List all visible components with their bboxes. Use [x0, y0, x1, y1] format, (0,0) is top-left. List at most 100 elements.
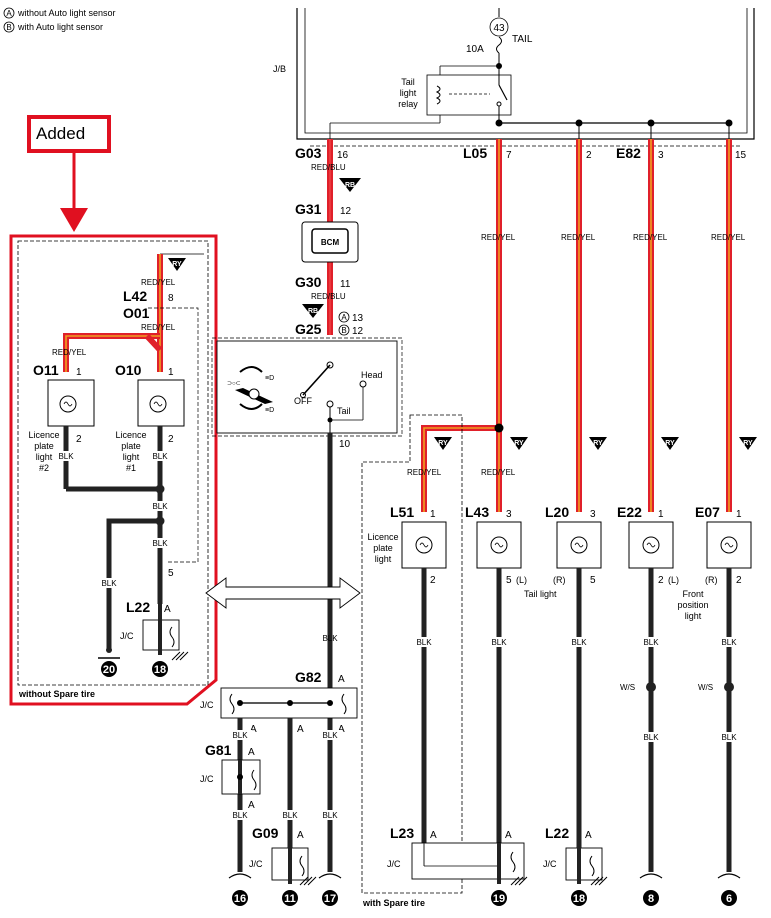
- g25-pin-b: 12: [352, 326, 364, 337]
- svg-text:#1: #1: [126, 463, 136, 473]
- svg-text:BLK: BLK: [322, 811, 338, 820]
- g81-id: G81: [205, 742, 232, 758]
- svg-text:A: A: [430, 830, 437, 841]
- relay-coil-icon: [435, 85, 441, 105]
- svg-text:1: 1: [736, 509, 742, 520]
- blk-label-center: BLK: [322, 634, 338, 643]
- l20-id: L20: [545, 504, 569, 520]
- tail-output-wires: [421, 139, 732, 512]
- e82b-pin: 15: [735, 150, 747, 161]
- svg-text:RY: RY: [743, 440, 753, 447]
- svg-text:A: A: [250, 724, 257, 735]
- o01-id: O01: [123, 305, 150, 321]
- g03-id: G03: [295, 145, 322, 161]
- l42-id: L42: [123, 288, 147, 304]
- svg-text:plate: plate: [121, 441, 141, 451]
- bulb-icon: [490, 536, 508, 554]
- switch-stalk-icon: ⊃○⊂ ≡D ≡D: [227, 366, 274, 414]
- svg-text:BLK: BLK: [101, 579, 117, 588]
- g30-wire-color: RED/BLU: [311, 292, 346, 301]
- svg-text:2: 2: [168, 434, 174, 445]
- svg-text:RED/YEL: RED/YEL: [52, 348, 87, 357]
- light-switch: Head OFF Tail ⊃○⊂ ≡D ≡D: [211, 337, 403, 437]
- svg-text:light: light: [36, 452, 53, 462]
- svg-text:2: 2: [658, 575, 664, 586]
- svg-text:A: A: [338, 674, 345, 685]
- svg-text:J/C: J/C: [387, 859, 401, 869]
- svg-text:RY: RY: [172, 261, 182, 268]
- svg-text:17: 17: [324, 893, 336, 905]
- svg-text:RY: RY: [593, 440, 603, 447]
- svg-text:position: position: [677, 600, 708, 610]
- e22-id: E22: [617, 504, 642, 520]
- svg-text:BLK: BLK: [322, 731, 338, 740]
- svg-text:3: 3: [590, 509, 596, 520]
- added-callout: Added: [27, 115, 111, 232]
- arrow-down-icon: [60, 208, 88, 232]
- l22a-id: L22: [126, 599, 150, 615]
- svg-text:RY: RY: [514, 440, 524, 447]
- svg-text:J/C: J/C: [120, 631, 134, 641]
- g09-id: G09: [252, 825, 279, 841]
- ground-18a: 18: [152, 661, 168, 677]
- svg-text:19: 19: [493, 893, 505, 905]
- svg-text:Front: Front: [682, 589, 704, 599]
- ground-19: 19: [491, 876, 528, 906]
- relay-label-1: Tail: [401, 77, 415, 87]
- svg-text:18: 18: [154, 664, 166, 676]
- svg-text:⊃○⊂: ⊃○⊂: [227, 381, 241, 387]
- fuse-number: 43: [493, 23, 505, 34]
- svg-text:3: 3: [506, 509, 512, 520]
- svg-text:16: 16: [234, 893, 246, 905]
- bulb-icon: [570, 536, 588, 554]
- switch-off: OFF: [294, 396, 312, 406]
- l51-id: L51: [390, 504, 414, 520]
- bulb-icon: [720, 536, 738, 554]
- g30-id: G30: [295, 274, 322, 290]
- g81-joint-connector: [221, 759, 261, 795]
- svg-text:BLK: BLK: [58, 452, 74, 461]
- tail-light-label: Tail light: [524, 589, 557, 599]
- added-label: Added: [36, 124, 85, 143]
- svg-text:5: 5: [168, 568, 174, 579]
- bulb-icon: [149, 395, 167, 413]
- svg-text:8: 8: [168, 293, 174, 304]
- svg-text:A: A: [297, 724, 304, 735]
- svg-text:A: A: [505, 830, 512, 841]
- svg-text:5: 5: [506, 575, 512, 586]
- ground-6: 6: [717, 873, 741, 906]
- legend-a-mark: A: [6, 9, 12, 18]
- svg-text:(R): (R): [705, 575, 718, 585]
- relay-label-2: light: [400, 88, 417, 98]
- bulb-icon: [59, 395, 77, 413]
- e82-id: E82: [616, 145, 641, 161]
- switch-head: Head: [361, 370, 383, 380]
- rb-badge-2: [302, 304, 324, 318]
- svg-text:BLK: BLK: [721, 638, 737, 647]
- svg-text:1: 1: [658, 509, 664, 520]
- svg-text:light: light: [375, 554, 392, 564]
- g03-wire-color: RED/BLU: [311, 163, 346, 172]
- svg-text:2: 2: [736, 575, 742, 586]
- rb-badge-1: [339, 178, 361, 192]
- switch-tail: Tail: [337, 406, 351, 416]
- svg-text:RY: RY: [438, 440, 448, 447]
- g82-id: G82: [295, 669, 322, 685]
- l05-id: L05: [463, 145, 487, 161]
- ground-18b: 18: [571, 876, 608, 906]
- svg-text:BLK: BLK: [721, 733, 737, 742]
- legend-b-mark: B: [6, 23, 11, 32]
- svg-text:BLK: BLK: [282, 811, 298, 820]
- svg-text:2: 2: [430, 575, 436, 586]
- svg-text:1: 1: [430, 509, 436, 520]
- l05-pin: 7: [506, 150, 512, 161]
- svg-text:BLK: BLK: [643, 638, 659, 647]
- o10-id: O10: [115, 362, 142, 378]
- svg-text:11: 11: [284, 893, 296, 905]
- svg-text:BLK: BLK: [152, 452, 168, 461]
- svg-text:A: A: [585, 830, 592, 841]
- svg-text:RED/YEL: RED/YEL: [141, 278, 176, 287]
- svg-text:light: light: [685, 611, 702, 621]
- g25-pin-a: 13: [352, 313, 364, 324]
- e82-pin: 3: [658, 150, 664, 161]
